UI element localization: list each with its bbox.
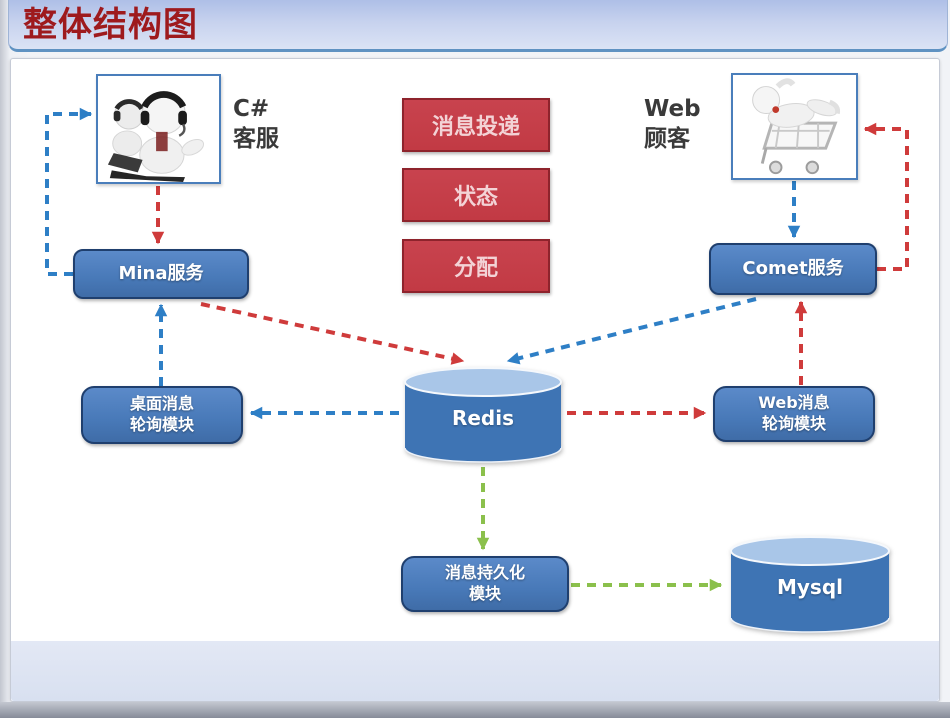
node-desktop-poll-module: 桌面消息 轮询模块 [81,386,243,444]
legend-box-status: 状态 [402,168,550,222]
arrow-comet-to-web-customer [863,122,909,271]
mysql-cylinder: Mysql [729,534,891,634]
database-cylinder-icon [404,367,562,463]
connection-arrows [45,107,909,592]
web-customer-label: Web 顾客 [644,95,701,155]
web-customer-box [731,73,858,180]
legend-label-assign: 分配 [453,256,498,281]
arrow-mina-to-csharp-client [45,107,93,276]
persist-label-line1: 消息持久化 [444,563,525,583]
node-persist-module: 消息持久化 模块 [401,556,569,612]
database-cylinder-icon [730,536,890,633]
mysql-label: Mysql [776,574,843,599]
arrow-mina-to-redis [200,302,465,365]
web-label-line1: Web [644,96,701,122]
csharp-label-line1: C# [233,96,270,122]
legend-box-message-delivery: 消息投递 [402,98,550,152]
web-label-line2: 顾客 [644,125,690,152]
csharp-agent-label: C# 客服 [233,95,279,155]
web-poll-label-line2: 轮询模块 [761,414,826,433]
slide-footer-strip [11,641,939,701]
csharp-label-line2: 客服 [233,125,279,152]
persist-label-line2: 模块 [468,584,501,603]
desktop-poll-label-line1: 桌面消息 [129,394,194,414]
page-title: 整体结构图 [23,4,198,45]
legend-box-assign: 分配 [402,239,550,293]
arrow-comet-to-redis [506,297,757,365]
csharp-agent-box [96,74,221,184]
comet-service-label: Comet服务 [742,258,844,280]
slide-content-panel: C# 客服 Web 顾客 消息投递 状态 分配 [10,58,940,702]
mina-service-label: Mina服务 [118,263,204,285]
node-web-poll-module: Web消息 轮询模块 [713,386,875,442]
headset-agent-icon [107,90,205,182]
shopping-cart-person-icon [752,78,841,175]
bottom-gray-band [0,702,950,718]
redis-label: Redis [451,405,515,430]
legend-label-status: 状态 [453,185,498,210]
legend-label-message-delivery: 消息投递 [431,115,520,140]
slide-title-bar: 整体结构图 [8,0,948,52]
node-comet-service: Comet服务 [709,243,877,295]
node-mina-service: Mina服务 [73,249,249,299]
desktop-poll-label-line2: 轮询模块 [129,415,194,434]
redis-cylinder: Redis [403,366,563,463]
web-poll-label-line1: Web消息 [758,393,830,413]
